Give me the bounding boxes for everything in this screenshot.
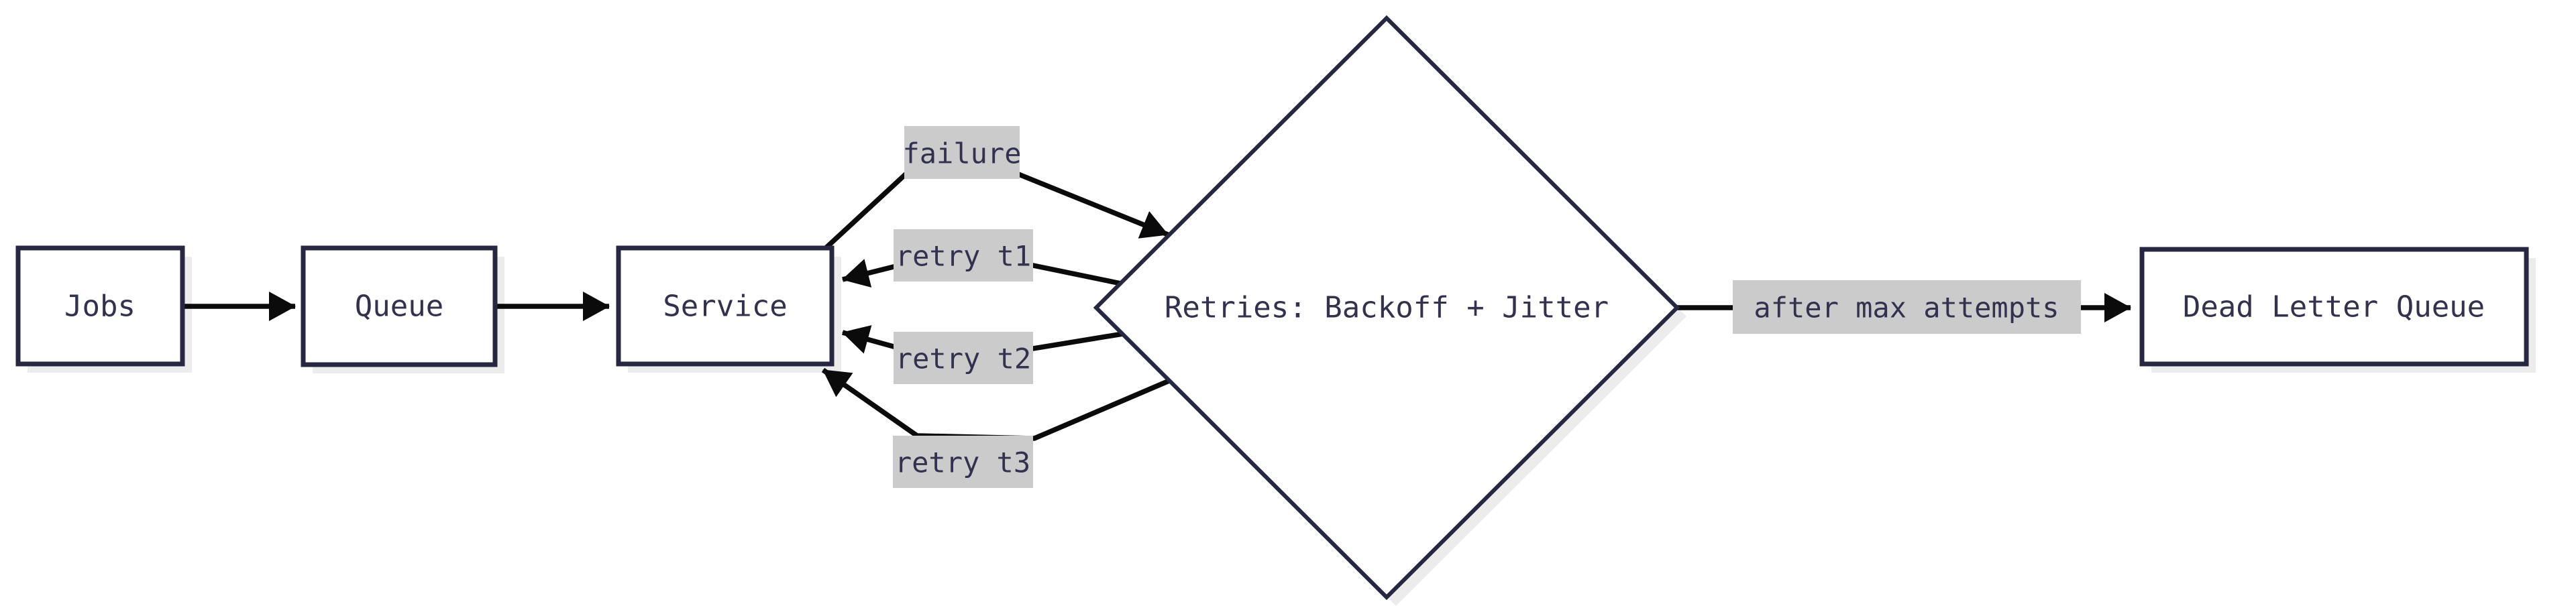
node-service-label: Service [663,290,787,324]
node-retries-label: Retries: Backoff + Jitter [1165,291,1609,325]
node-dlq-box [2139,247,2529,367]
edge-label-after-max-attempts: after max attempts [1733,280,2081,334]
node-service: Service [616,245,835,367]
node-jobs-label: Jobs [64,290,136,324]
edge-label-layer: failure retry t1 retry t2 retry t3 after… [893,126,2081,488]
node-layer: Jobs Queue Service Retries: Backoff + Ji… [15,15,2529,601]
edge-label-retry-t2: retry t2 [894,332,1033,384]
node-jobs: Jobs [15,245,185,367]
edge-label-after-max-attempts-text: after max attempts [1754,292,2059,324]
edge-label-retry-t1-bg [894,229,1033,282]
edge-label-retry-t3-text: retry t3 [895,446,1030,479]
node-jobs-box [15,245,185,367]
edge-label-failure: failure [902,126,1022,179]
edge-label-retry-t2-text: retry t2 [896,343,1031,375]
edge-label-failure-text: failure [902,137,1021,170]
edge-label-failure-bg [904,126,1020,179]
node-service-box [616,245,835,367]
edge-label-after-max-attempts-bg [1733,280,2081,334]
node-retries-diamond [1093,15,1680,601]
node-queue-box [301,245,498,367]
edge-label-retry-t1-text: retry t1 [896,240,1031,273]
node-dlq: Dead Letter Queue [2139,247,2529,367]
node-queue-label: Queue [355,290,443,324]
node-retries: Retries: Backoff + Jitter [1093,15,1680,601]
node-dlq-label: Dead Letter Queue [2183,290,2485,324]
node-queue: Queue [301,245,498,367]
edge-label-retry-t2-bg [894,332,1033,384]
edge-label-retry-t3-bg [893,436,1033,488]
edge-label-retry-t1: retry t1 [894,229,1033,282]
edge-label-retry-t3: retry t3 [893,436,1033,488]
